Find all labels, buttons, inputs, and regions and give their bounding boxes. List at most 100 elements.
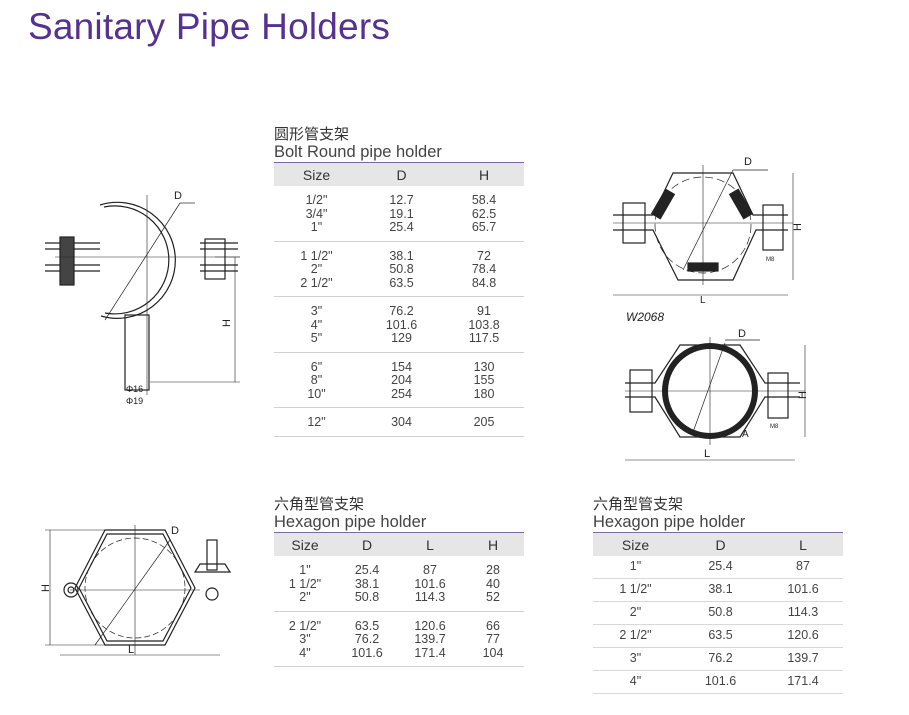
- h-label: H: [221, 319, 233, 327]
- table-cell: 28: [486, 563, 500, 577]
- table-cell: 139.7: [414, 632, 446, 646]
- table-cell: 155: [473, 373, 495, 387]
- hexagon-pipe-holder-drawing: D H L: [40, 525, 232, 656]
- table-cell: 129: [359, 331, 444, 353]
- d-label: D: [174, 190, 182, 202]
- table-cell: 101.6: [678, 670, 763, 694]
- table-row: 4" 101.6 103.8: [274, 317, 524, 333]
- l-label: L: [128, 644, 134, 656]
- table-cell: 63.5: [678, 624, 763, 648]
- l-label: L: [704, 448, 710, 460]
- table-cell: 120.6: [414, 618, 446, 633]
- table-cell: 4": [593, 670, 678, 694]
- hexagon-holder-bottom-drawing: D H L A M8: [625, 328, 809, 461]
- table-cell: 117.5: [444, 331, 524, 353]
- table-cell: 63.5: [354, 618, 380, 633]
- col-d: D: [396, 166, 407, 183]
- bolt-round-section: 圆形管支架 Bolt Round pipe holder Size D H 1/…: [274, 126, 524, 437]
- table-cell: 1 1/2": [593, 578, 678, 602]
- table-cell: 38.1: [354, 576, 380, 591]
- table-cell: 84.8: [444, 276, 524, 297]
- table-cell: 10": [274, 387, 359, 408]
- table-cell: 3": [310, 304, 323, 318]
- bolt-label: M8: [770, 424, 779, 430]
- table-cell: 101.6: [385, 317, 418, 332]
- table-cell: 171.4: [763, 670, 843, 694]
- table-cell: 2": [310, 262, 323, 276]
- table-cell: 171.4: [398, 646, 462, 667]
- col-l: L: [799, 536, 807, 553]
- table-cell: 78.4: [471, 262, 497, 276]
- table-cell: 12.7: [389, 193, 414, 207]
- l-label: L: [700, 295, 706, 305]
- hexagon-left-section: 六角型管支架 Hexagon pipe holder Size D L H 1"…: [274, 496, 524, 667]
- table-cell: 1/2": [305, 193, 328, 207]
- hexagon-left-title-en: Hexagon pipe holder: [274, 513, 427, 531]
- bolt-label: M8: [766, 257, 775, 263]
- table-cell: 2 1/2": [288, 618, 322, 633]
- table-cell: 2": [274, 590, 336, 612]
- col-h: H: [487, 536, 499, 553]
- col-d: D: [715, 536, 726, 553]
- table-cell: 1 1/2": [300, 248, 333, 263]
- table-cell: 2 1/2": [274, 276, 359, 297]
- table-cell: 25.4: [354, 563, 380, 577]
- table-cell: 130: [473, 359, 495, 374]
- table-cell: 104: [462, 646, 524, 667]
- table-cell: 2 1/2": [593, 624, 678, 648]
- table-cell: 5": [274, 331, 359, 353]
- table-cell: 114.3: [398, 590, 462, 612]
- table-cell: 120.6: [763, 624, 843, 648]
- a-label: A: [742, 429, 749, 440]
- phi16-label: Φ16: [126, 384, 143, 394]
- table-cell: 205: [444, 407, 524, 437]
- col-size: Size: [302, 166, 331, 183]
- phi19-label: Φ19: [126, 396, 143, 406]
- table-cell: 204: [391, 373, 412, 387]
- table-cell: 38.1: [678, 578, 763, 602]
- table-cell: 4": [310, 317, 323, 332]
- hexagon-holder-top-drawing: D H L M8: [613, 156, 804, 305]
- table-cell: 65.7: [444, 220, 524, 242]
- table-cell: 1 1/2": [288, 576, 322, 591]
- table-cell: 103.8: [468, 317, 500, 332]
- table-cell: 254: [359, 387, 444, 408]
- col-l: L: [426, 536, 434, 553]
- table-cell: 50.8: [678, 601, 763, 625]
- page-title: Sanitary Pipe Holders: [28, 6, 391, 47]
- table-row: 1/2" 12.7 58.4: [274, 186, 524, 208]
- table-cell: 91: [477, 304, 491, 318]
- table-cell: 58.4: [471, 193, 497, 207]
- table-cell: 62.5: [471, 206, 497, 221]
- table-cell: 3/4": [305, 206, 328, 221]
- model-number: W2068: [626, 310, 665, 324]
- table-cell: 4": [274, 646, 336, 667]
- d-label: D: [744, 156, 752, 168]
- table-cell: 304: [359, 407, 444, 437]
- h-label: H: [797, 391, 809, 399]
- table-cell: 154: [391, 359, 412, 374]
